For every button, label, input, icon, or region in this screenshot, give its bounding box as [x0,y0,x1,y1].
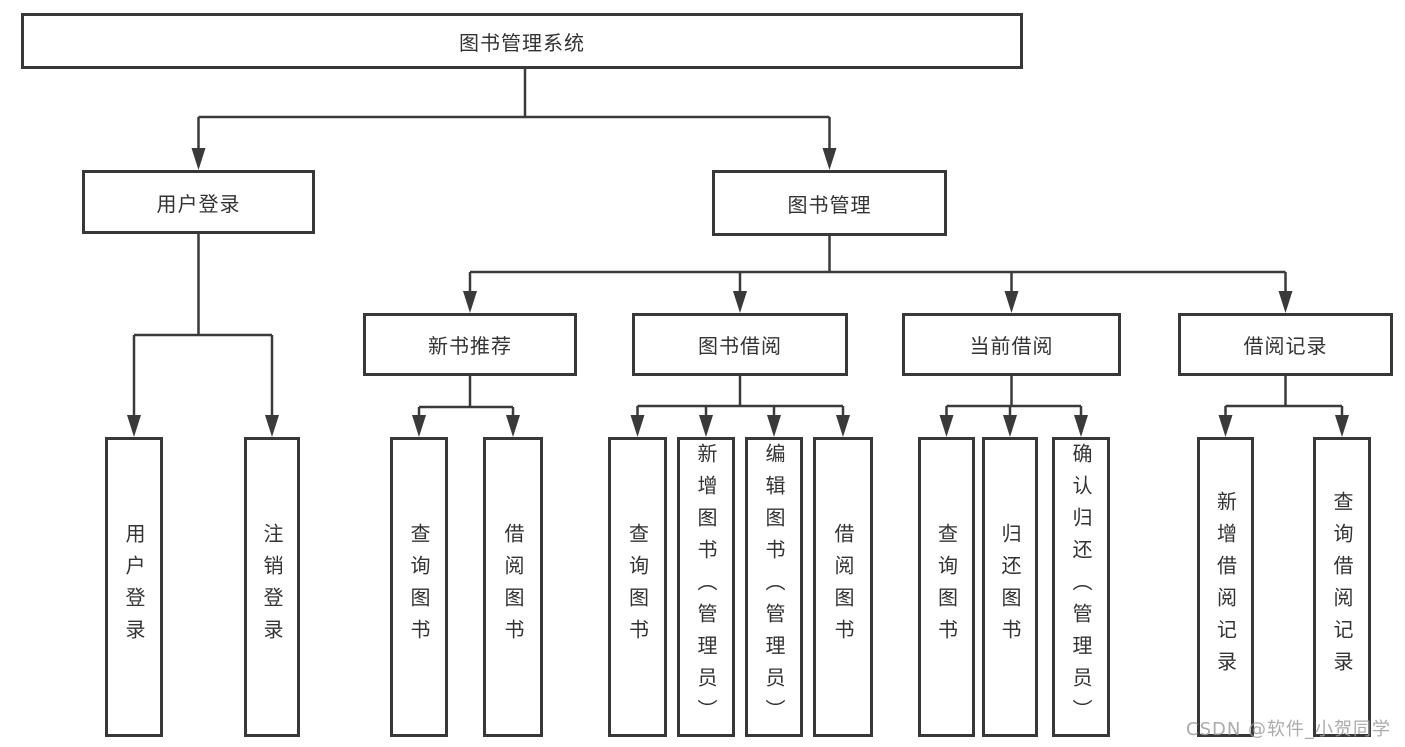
leaf-borrow-books-label: 借阅图书 [831,523,855,651]
node-book-borrowing: 图书借阅 [632,313,848,376]
node-current-borrowing-label: 当前借阅 [969,334,1054,358]
node-borrowing-records-label: 借阅记录 [1243,334,1328,358]
leaf-borrow-books-recommend-label: 借阅图书 [501,523,525,651]
node-book-management-label: 图书管理 [787,192,872,217]
leaf-borrow-books-recommend: 借阅图书 [483,437,543,737]
leaf-query-books-current: 查询图书 [918,437,975,737]
leaf-edit-books-admin-label: 编辑图书（管理员） [762,443,786,731]
leaf-add-books-admin-label: 新增图书（管理员） [694,443,718,731]
leaf-user-login: 用户登录 [105,437,163,737]
leaf-confirm-return-admin-label: 确认归还（管理员） [1069,443,1093,731]
node-borrowing-records: 借阅记录 [1178,313,1393,376]
leaf-query-borrow-record-label: 查询借阅记录 [1330,491,1354,683]
leaf-query-books-borrow-label: 查询图书 [625,523,650,651]
node-current-borrowing: 当前借阅 [902,313,1121,376]
node-user-login: 用户登录 [82,170,315,234]
leaf-query-books-current-label: 查询图书 [934,523,959,651]
watermark: CSDN @软件_小贺同学 [1186,719,1392,740]
leaf-add-books-admin: 新增图书（管理员） [677,437,735,737]
leaf-add-borrow-record: 新增借阅记录 [1197,437,1254,737]
leaf-add-borrow-record-label: 新增借阅记录 [1213,491,1238,683]
node-user-login-label: 用户登录 [156,191,241,216]
leaf-confirm-return-admin: 确认归还（管理员） [1052,437,1110,737]
leaf-return-books: 归还图书 [982,437,1038,737]
leaf-query-books-recommend-label: 查询图书 [407,523,431,651]
leaf-query-books-recommend: 查询图书 [390,437,448,737]
node-book-borrowing-label: 图书借阅 [698,334,782,358]
node-new-book-recommend: 新书推荐 [363,313,577,376]
node-library-system: 图书管理系统 [21,13,1023,69]
node-library-system-label: 图书管理系统 [459,30,585,55]
leaf-user-login-label: 用户登录 [122,523,146,651]
leaf-query-borrow-record: 查询借阅记录 [1313,437,1371,737]
leaf-edit-books-admin: 编辑图书（管理员） [745,437,803,737]
leaf-borrow-books: 借阅图书 [813,437,873,737]
leaf-query-books-borrow: 查询图书 [608,437,667,737]
leaf-return-books-label: 归还图书 [998,523,1022,651]
leaf-logout-label: 注销登录 [260,523,284,651]
node-book-management: 图书管理 [712,170,947,236]
node-new-book-recommend-label: 新书推荐 [428,334,512,358]
leaf-logout: 注销登录 [244,437,300,737]
